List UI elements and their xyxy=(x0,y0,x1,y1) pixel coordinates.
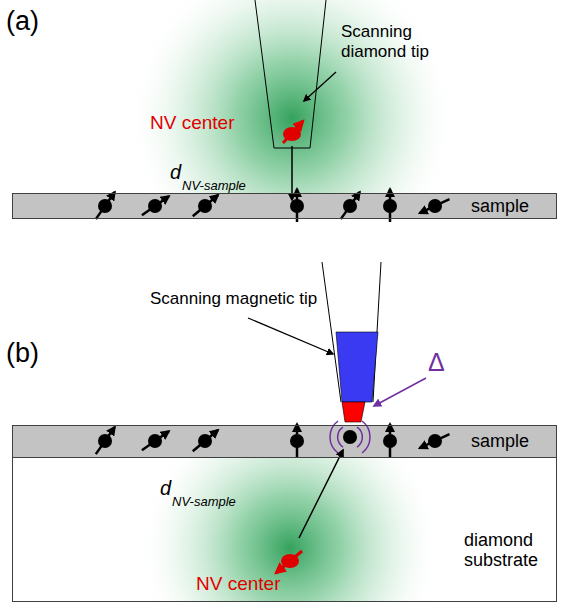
label-holder: NV center xyxy=(150,112,234,134)
node-label: sample xyxy=(471,431,529,451)
part-label: NV center xyxy=(196,573,280,595)
spin-group xyxy=(96,189,450,457)
sample-band xyxy=(12,425,557,457)
delta-symbol: Δ xyxy=(428,348,445,377)
label-holder: (a) xyxy=(6,6,39,37)
distance-symbol: d xyxy=(160,477,171,500)
leader-arrow xyxy=(304,72,336,101)
label-holder: NV center xyxy=(196,573,280,595)
label-holder: NV-sample xyxy=(172,492,236,510)
spin-symbol xyxy=(383,424,397,457)
spin-arrow xyxy=(142,196,169,215)
distance-symbol: d xyxy=(170,161,181,184)
node-label: diamond substrate xyxy=(464,530,552,570)
label-holder: Scanning diamond tip xyxy=(341,22,466,61)
sample-band: sample xyxy=(12,425,557,458)
spin-symbol xyxy=(420,434,450,448)
spin-arrow xyxy=(193,195,218,216)
spin-arrow xyxy=(142,431,169,450)
spin-arrow xyxy=(193,430,218,451)
label-holder: Δ xyxy=(428,348,445,377)
label-holder: d xyxy=(170,161,181,184)
label-holder: NV-sample xyxy=(182,176,246,194)
distance-subscript: NV-sample xyxy=(182,179,246,194)
distance-arrow xyxy=(291,146,293,200)
spin-symbol xyxy=(142,196,169,215)
part-label: NV center xyxy=(150,112,234,134)
spin-symbol xyxy=(343,430,357,444)
substrate-box: diamond substrate xyxy=(12,457,557,602)
spin-symbol xyxy=(341,192,360,219)
distance-subscript: NV-sample xyxy=(172,495,236,510)
panel-label: (b) xyxy=(6,338,39,369)
nv-glow xyxy=(138,457,442,602)
spin-arrow xyxy=(96,427,115,454)
delta-leader xyxy=(374,378,426,406)
label-holder: (b) xyxy=(6,338,39,369)
spin-arrow xyxy=(389,424,392,457)
magnetic-tip xyxy=(322,262,381,422)
nv-spin-arrow xyxy=(283,121,303,143)
spin-symbol xyxy=(290,424,304,457)
part-label: Scanning diamond tip xyxy=(341,22,466,61)
part-label: Scanning magnetic tip xyxy=(150,289,317,309)
label-holder: Scanning magnetic tip xyxy=(150,289,317,309)
spin-dot xyxy=(343,430,357,444)
diamond-tip xyxy=(255,0,326,148)
spin-symbol xyxy=(96,427,115,454)
spin-symbol xyxy=(193,430,218,451)
spin-arrow xyxy=(420,199,450,213)
spin-arrow xyxy=(341,192,360,219)
spin-symbol xyxy=(142,431,169,450)
label-holder: d xyxy=(160,477,171,500)
spin-arrow xyxy=(296,424,299,457)
node-label: sample xyxy=(471,196,529,216)
sample-band xyxy=(12,193,557,219)
spin-arrow xyxy=(420,434,450,448)
sample-band: sample xyxy=(12,193,557,219)
spin-symbol xyxy=(96,192,115,219)
spin-symbol xyxy=(420,199,450,213)
distance-arrow xyxy=(299,450,343,538)
leader-arrow xyxy=(248,318,333,354)
nv-spin-arrow xyxy=(276,551,302,573)
panel-label: (a) xyxy=(6,6,39,37)
spin-arrow xyxy=(96,192,115,219)
spin-symbol xyxy=(193,195,218,216)
